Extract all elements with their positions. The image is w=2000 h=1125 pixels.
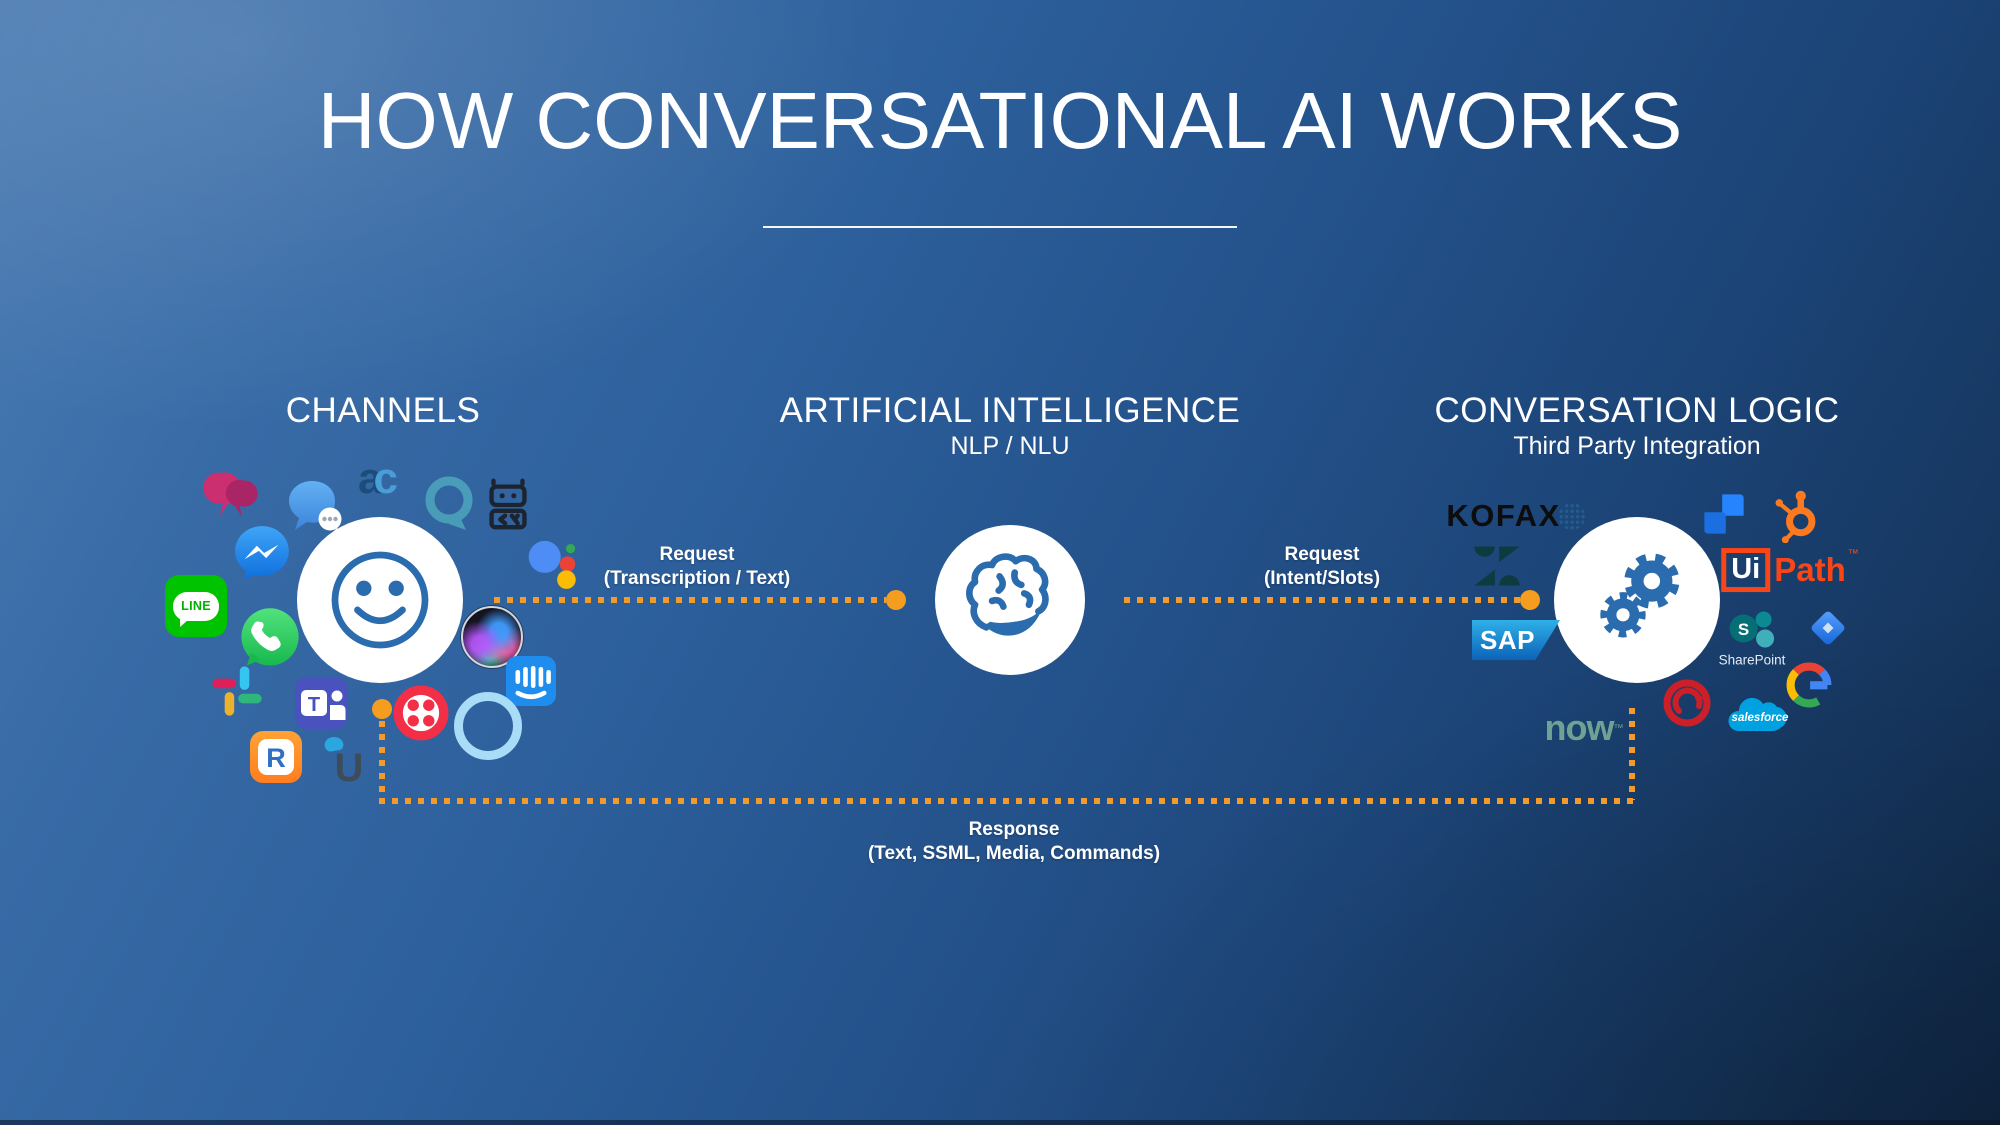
messenger-icon [231, 522, 293, 584]
channels-heading: CHANNELS [285, 391, 481, 430]
zendesk-icon [1471, 539, 1523, 593]
response-title: Response [968, 819, 1060, 840]
ringcentral-icon: R [248, 729, 304, 785]
twilio-icon [392, 684, 450, 742]
request-left-endpoint-dot [886, 590, 906, 610]
response-detail: (Text, SSML, Media, Commands) [867, 842, 1161, 864]
ujet-swoosh [324, 737, 344, 752]
sharepoint-icon: S SharePoint [1718, 609, 1786, 668]
request-left-detail: (Transcription / Text) [603, 567, 791, 589]
request-right-line [1124, 597, 1520, 603]
microsoft-icon [1510, 664, 1559, 713]
brain-icon [958, 548, 1062, 652]
servicenow-text: now [1544, 707, 1615, 748]
siri-icon [461, 606, 523, 668]
ai-hub-circle [935, 525, 1085, 675]
slack-icon [209, 663, 265, 719]
ujet-wrap: U [324, 737, 364, 790]
sharepoint-label: SharePoint [1718, 652, 1786, 668]
uipath-path-text: Path [1774, 550, 1846, 588]
smiley-face-icon [326, 546, 434, 654]
logic-heading: CONVERSATION LOGIC [1434, 391, 1840, 430]
uipath-logo: Ui Path ™ [1721, 548, 1859, 592]
response-line-left-vertical [379, 721, 385, 800]
teams-letter: T [308, 694, 320, 716]
request-right-detail: (Intent/Slots) [1263, 567, 1381, 589]
ai-heading: ARTIFICIAL INTELLIGENCE [779, 391, 1241, 430]
request-right-endpoint-dot [1520, 590, 1540, 610]
hubspot-icon [1769, 487, 1825, 543]
cortana-icon [454, 692, 522, 760]
line-bubble: LINE [173, 591, 219, 627]
request-right-title: Request [1284, 544, 1360, 565]
chat-pin-icon [419, 472, 479, 542]
servicenow-trademark: ™ [1613, 722, 1624, 734]
request-left-title: Request [659, 544, 735, 565]
request-left-label: Request (Transcription / Text) [604, 543, 791, 591]
whatsapp-icon [237, 605, 303, 671]
request-left-line [494, 597, 886, 603]
google-assistant-icon [522, 529, 584, 591]
audiocodes-letter-a: a [358, 454, 383, 503]
line-icon: LINE [165, 575, 227, 637]
response-line-horizontal [379, 798, 1635, 804]
jira-icon [1699, 489, 1749, 539]
salesforce-icon: salesforce [1722, 687, 1798, 741]
kofax-logo-text: KOFAX [1446, 498, 1561, 533]
imessage-icon [285, 477, 349, 537]
channels-hub-circle [297, 517, 463, 683]
uipath-trademark: ™ [1847, 548, 1859, 561]
ringcentral-letter: R [266, 743, 286, 773]
google-icon [1783, 659, 1835, 711]
salesforce-logo-text: salesforce [1732, 712, 1790, 724]
kofax-logo: KOFAX [1446, 498, 1586, 534]
ai-subheading: NLP / NLU [950, 432, 1070, 460]
line-badge: LINE [165, 575, 227, 637]
kofax-dotted-globe [1558, 502, 1586, 530]
response-label: Response (Text, SSML, Media, Commands) [868, 818, 1160, 866]
teams-icon: T [293, 675, 349, 731]
title-underline [763, 226, 1237, 228]
jira-diamond-icon [1804, 604, 1852, 652]
logic-subheading: Third Party Integration [1513, 432, 1761, 460]
page-title: HOW CONVERSATIONAL AI WORKS [317, 76, 1683, 165]
uipath-box-text: Ui [1721, 548, 1771, 592]
logic-hub-circle [1554, 517, 1720, 683]
line-logo-text: LINE [181, 599, 211, 613]
sharepoint-letter: S [1738, 620, 1749, 639]
response-line-right-vertical [1629, 708, 1635, 800]
slide-bottom-edge [0, 1120, 2000, 1125]
sap-logo: SAP [1472, 620, 1560, 660]
request-right-label: Request (Intent/Slots) [1264, 543, 1380, 591]
couple-chat-bubbles-icon [200, 468, 262, 526]
bot-icon [479, 476, 537, 534]
response-start-dot [372, 699, 392, 719]
ujet-letter: U [334, 746, 364, 790]
sap-logo-text: SAP [1480, 624, 1535, 655]
servicenow-logo: now ™ [1545, 707, 1624, 749]
ujet-icon: U [324, 737, 364, 790]
audiocodes-logo: a c [358, 457, 398, 501]
sugarcrm-icon [1661, 677, 1713, 729]
intercom-icon [505, 655, 557, 707]
sap-shape: SAP [1472, 620, 1560, 660]
audiocodes-letter-c: c [373, 454, 398, 503]
gears-icon [1567, 530, 1707, 670]
